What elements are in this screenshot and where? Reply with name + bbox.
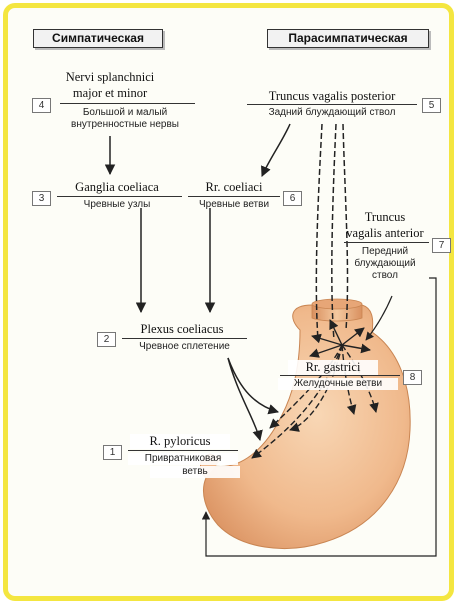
splanchnic-russian-line2: внутренностные нервы (60, 119, 190, 131)
vagal-anterior-russian-line1: Передний (340, 246, 430, 258)
label-number-2: 2 (97, 332, 116, 347)
pyloricus-russian-line2: ветвь (150, 466, 240, 478)
plexus-latin: Plexus coeliacus (122, 322, 242, 337)
ganglia-rule (57, 196, 182, 197)
rr-gastrici-rule (280, 375, 400, 376)
ganglia-russian: Чревные узлы (57, 199, 177, 211)
label-number-5: 5 (422, 98, 441, 113)
pyloricus-latin: R. pyloricus (130, 434, 230, 449)
plexus-rule (122, 338, 247, 339)
rr-coeliaci-rule (188, 196, 280, 197)
ganglia-latin: Ganglia coeliaca (57, 180, 177, 195)
vagal-anterior-latin-line2: vagalis anterior (340, 226, 430, 241)
header-sympathetic: Симпатическая (33, 29, 163, 48)
label-number-7: 7 (432, 238, 451, 253)
label-number-3: 3 (32, 191, 51, 206)
vagal-anterior-russian-line2: блуждающий (340, 258, 430, 270)
plexus-russian: Чревное сплетение (122, 341, 247, 353)
splanchnic-latin-line2: major et minor (60, 86, 160, 101)
rr-gastrici-latin: Rr. gastrici (288, 360, 378, 375)
pyloricus-rule (128, 450, 238, 451)
vagal-anterior-latin-line1: Truncus (340, 210, 430, 225)
rr-coeliaci-latin: Rr. coeliaci (188, 180, 280, 195)
label-number-8: 8 (403, 370, 422, 385)
vagal-posterior-russian: Задний блуждающий ствол (247, 107, 417, 119)
label-number-1: 1 (103, 445, 122, 460)
vagal-anterior-russian-line3: ствол (340, 270, 430, 282)
splanchnic-latin-line1: Nervi splanchnici (60, 70, 160, 85)
rr-coeliaci-russian: Чревные ветви (186, 199, 282, 211)
label-number-6: 6 (283, 191, 302, 206)
header-parasympathetic: Парасимпатическая (267, 29, 429, 48)
label-number-4: 4 (32, 98, 51, 113)
arrow-plexus-to-stomach-a (228, 358, 278, 412)
arrow-posterior-to-coeliaci (262, 124, 290, 176)
vagal-anterior-rule (344, 242, 429, 243)
rr-gastrici-russian: Желудочные ветви (278, 378, 398, 390)
splanchnic-russian-line1: Большой и малый (60, 107, 190, 119)
splanchnic-rule (60, 103, 195, 104)
pyloricus-russian-line1: Привратниковая (128, 453, 238, 465)
vagal-posterior-latin: Truncus vagalis posterior (247, 89, 417, 104)
vagal-posterior-rule (247, 104, 417, 105)
